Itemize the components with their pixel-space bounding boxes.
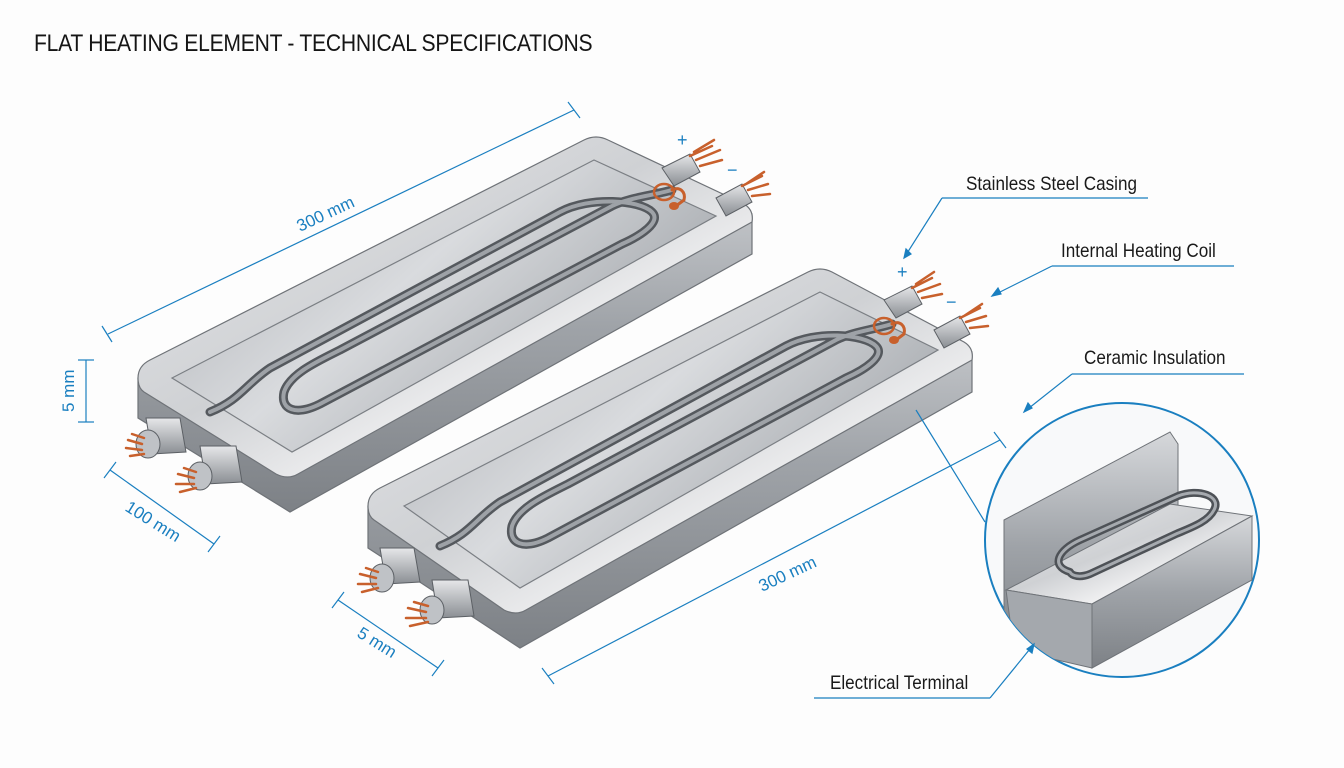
dimension-lines [78, 101, 1007, 685]
detail-magnifier [915, 402, 1260, 678]
callout-ceramic-insulation: Ceramic Insulation [1084, 347, 1226, 368]
top-right-terminals [661, 138, 772, 217]
bottom-negative-sign: − [946, 292, 957, 312]
heating-element-top [124, 136, 772, 513]
dimension-bottom-width: 5 mm [354, 623, 400, 662]
callout-stainless-steel-casing: Stainless Steel Casing [966, 173, 1137, 194]
top-negative-sign: − [727, 160, 738, 180]
bottom-heating-coil [435, 316, 906, 551]
top-element-recess [170, 159, 718, 453]
dimension-top-thickness: 5 mm [59, 370, 78, 413]
callout-electrical-terminal: Electrical Terminal [830, 672, 968, 693]
callout-internal-heating-coil: Internal Heating Coil [1061, 240, 1216, 261]
dimension-bottom-length: 300 mm [756, 552, 820, 595]
page-title: FLAT HEATING ELEMENT - TECHNICAL SPECIFI… [34, 30, 593, 57]
bottom-element-recess [402, 291, 940, 589]
top-left-terminals [124, 417, 243, 494]
dimension-top-width: 100 mm [122, 497, 184, 546]
bottom-positive-sign: + [897, 262, 908, 282]
bottom-right-terminals [883, 270, 990, 349]
heating-element-bottom [356, 268, 990, 649]
bottom-left-terminals [356, 547, 475, 628]
top-heating-coil [205, 182, 686, 417]
callout-lines [814, 197, 1244, 699]
top-positive-sign: + [677, 130, 688, 150]
